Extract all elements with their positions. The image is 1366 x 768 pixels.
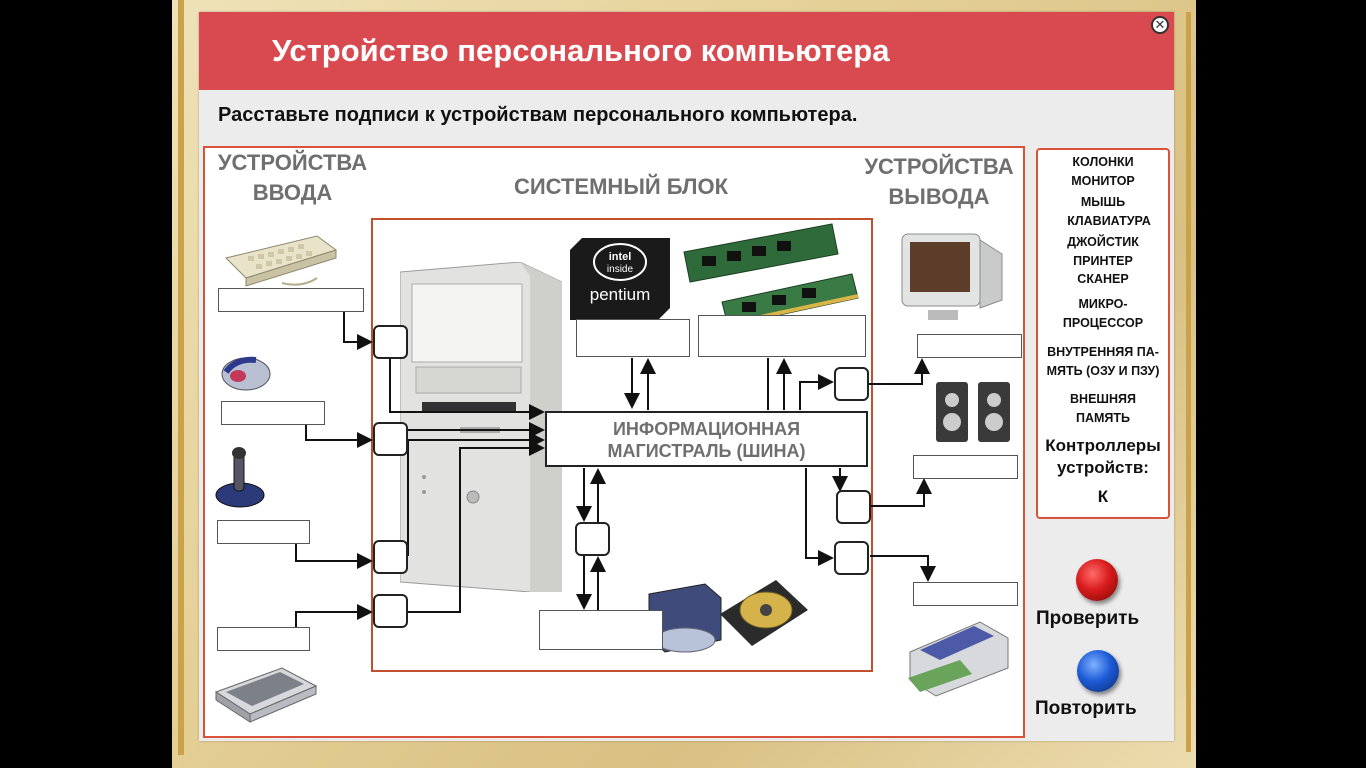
- scanner-image: [214, 667, 318, 723]
- speakers-image: [936, 382, 1010, 442]
- joystick-image: [215, 447, 265, 508]
- frame-decoration: [1186, 12, 1191, 752]
- label-field-printer[interactable]: [913, 582, 1018, 606]
- svg-text:inside: inside: [607, 264, 634, 275]
- instruction-text: Расставьте подписи к устройствам персона…: [218, 104, 858, 126]
- svg-text:pentium: pentium: [590, 285, 650, 304]
- page-title: Устройство персонального компьютера: [272, 33, 890, 68]
- keyboard-image: [225, 235, 338, 287]
- check-button-label[interactable]: Проверить: [1036, 608, 1140, 629]
- label-field-monitor[interactable]: [917, 334, 1022, 358]
- controller-box-scanner[interactable]: [373, 594, 408, 628]
- controller-box-mouse[interactable]: [373, 422, 408, 456]
- monitor-image: [901, 233, 1003, 320]
- label-mouse[interactable]: МЫШЬ: [1080, 195, 1126, 209]
- label-speakers[interactable]: КОЛОНКИ: [1072, 155, 1134, 169]
- controller-box-speakers[interactable]: [836, 490, 871, 524]
- intel-pentium-chip-image: intel inside pentium: [570, 238, 670, 320]
- label-controller[interactable]: К: [1097, 487, 1109, 506]
- label-printer[interactable]: ПРИНТЕР: [1073, 254, 1133, 268]
- label-microprocessor[interactable]: МИКРО-ПРОЦЕССОР: [1062, 297, 1144, 330]
- svg-text:intel: intel: [609, 251, 632, 263]
- label-field-keyboard[interactable]: [218, 288, 364, 312]
- external-storage-image: [720, 580, 808, 646]
- mouse-image: [221, 356, 271, 391]
- label-keyboard[interactable]: КЛАВИАТУРА: [1067, 214, 1151, 228]
- section-system-label: СИСТЕМНЫЙ БЛОК: [513, 174, 729, 199]
- title-bar: [199, 12, 1174, 90]
- labels-panel: КОЛОНКИ МОНИТОР МЫШЬ КЛАВИАТУРА ДЖОЙСТИК…: [1036, 148, 1170, 519]
- controller-box-external-memory[interactable]: [575, 522, 610, 556]
- frame-decoration: [178, 0, 184, 755]
- label-field-scanner[interactable]: [217, 627, 310, 651]
- label-scanner[interactable]: СКАНЕР: [1077, 272, 1129, 286]
- repeat-button-label[interactable]: Повторить: [1035, 698, 1137, 719]
- label-field-external-memory[interactable]: [539, 610, 663, 650]
- controller-box-joystick[interactable]: [373, 540, 408, 574]
- label-internal-memory[interactable]: ВНУТРЕННЯЯ ПА-МЯТЬ (ОЗУ И ПЗУ): [1046, 345, 1160, 378]
- label-joystick[interactable]: ДЖОЙСТИК: [1067, 235, 1139, 249]
- system-unit-image: [400, 262, 562, 592]
- repeat-button[interactable]: [1077, 650, 1119, 692]
- label-monitor[interactable]: МОНИТОР: [1071, 174, 1135, 188]
- check-button[interactable]: [1076, 559, 1118, 601]
- close-icon[interactable]: ✕: [1151, 16, 1169, 34]
- printer-image: [908, 621, 1009, 697]
- label-field-mouse[interactable]: [221, 401, 325, 425]
- label-field-joystick[interactable]: [217, 520, 310, 544]
- controller-box-keyboard[interactable]: [373, 325, 408, 359]
- controller-box-monitor[interactable]: [834, 367, 869, 401]
- controller-box-printer[interactable]: [834, 541, 869, 575]
- label-field-speakers[interactable]: [913, 455, 1018, 479]
- label-field-internal-memory[interactable]: [698, 315, 866, 357]
- label-field-processor[interactable]: [576, 319, 690, 357]
